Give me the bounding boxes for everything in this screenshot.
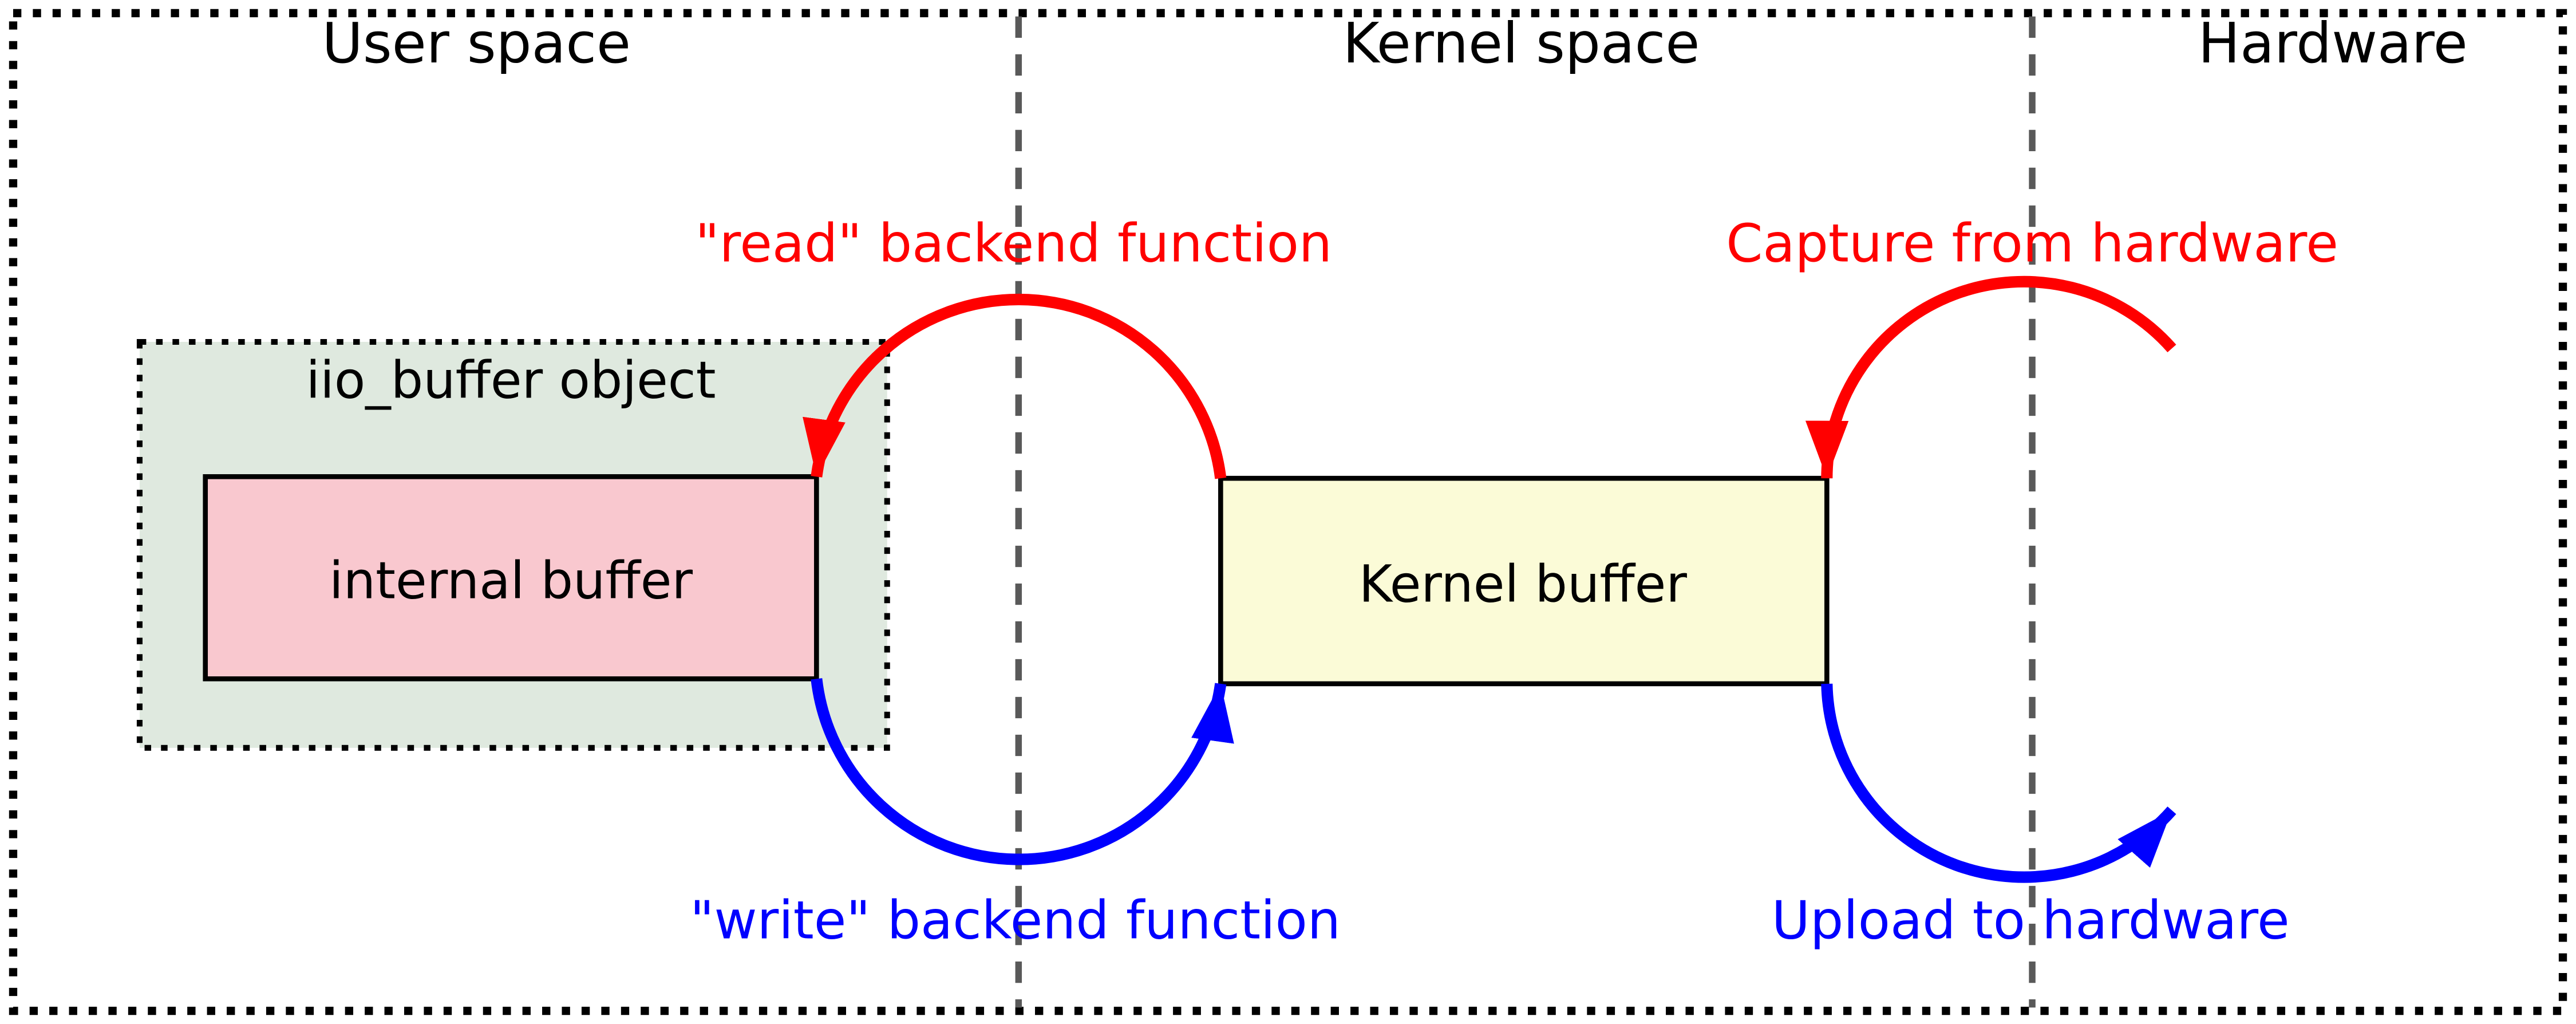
internal-buffer-box xyxy=(203,474,819,682)
hardware-label: Hardware xyxy=(2198,11,2468,76)
upload-to-hardware-label: Upload to hardware xyxy=(1772,890,2290,951)
kernel-space-label: Kernel space xyxy=(1343,11,1700,76)
upload-arrow xyxy=(1821,683,2176,883)
capture-from-hardware-label: Capture from hardware xyxy=(1726,212,2338,274)
user-space-label: User space xyxy=(322,11,631,76)
read-backend-function-label: "read" backend function xyxy=(695,212,1332,274)
write-backend-function-label: "write" backend function xyxy=(690,890,1341,951)
capture-arrow xyxy=(1805,275,2176,479)
read-arrow xyxy=(803,293,1227,479)
kernel-buffer-label: Kernel buffer xyxy=(1359,554,1688,613)
iio-buffer-object-label: iio_buffer object xyxy=(306,350,716,410)
kernel-buffer-box xyxy=(1218,475,1830,687)
internal-buffer-label: internal buffer xyxy=(329,551,693,611)
write-arrow xyxy=(811,678,1234,865)
